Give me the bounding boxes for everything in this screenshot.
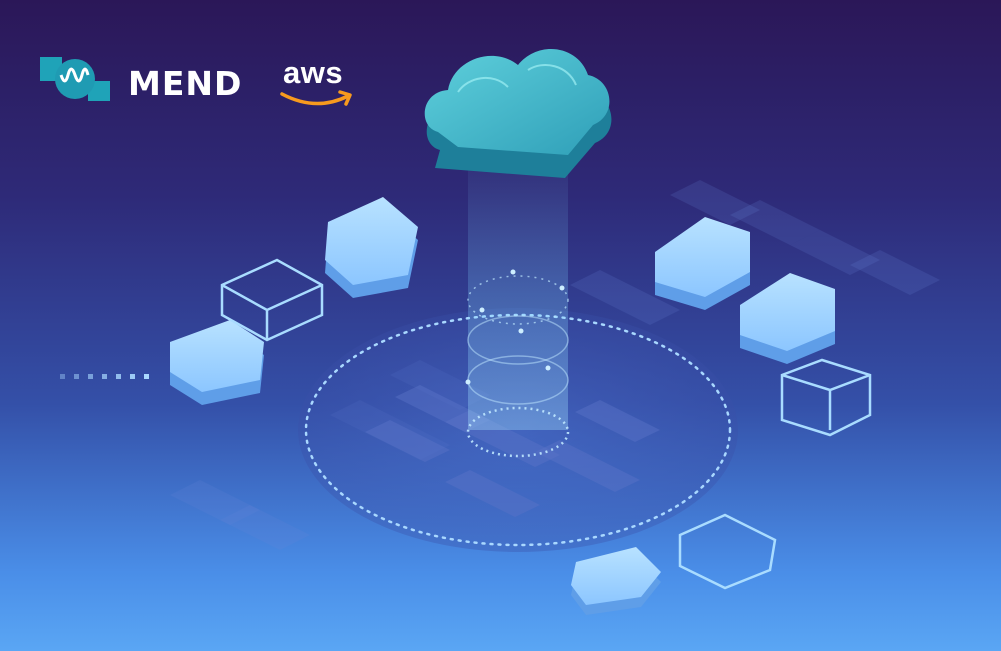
aws-smile-icon xyxy=(280,90,352,106)
mend-logo-icon xyxy=(40,57,110,101)
data-tile-icon xyxy=(571,547,661,615)
outline-tile-icon xyxy=(780,358,872,437)
data-tile-icon xyxy=(325,197,418,298)
data-tile-icon xyxy=(170,320,264,405)
data-tile-icon xyxy=(655,217,750,310)
outline-tile-icon xyxy=(678,513,777,590)
outline-tile-icon xyxy=(220,258,324,342)
beam-particles xyxy=(465,269,565,385)
brand-name: MEND xyxy=(128,64,243,103)
dotted-trail xyxy=(60,374,149,379)
light-beam xyxy=(468,160,568,430)
data-tile-icon xyxy=(740,273,835,364)
cloud-icon xyxy=(424,48,612,178)
beam-rings xyxy=(466,275,570,458)
partner-name: aws xyxy=(283,55,344,90)
